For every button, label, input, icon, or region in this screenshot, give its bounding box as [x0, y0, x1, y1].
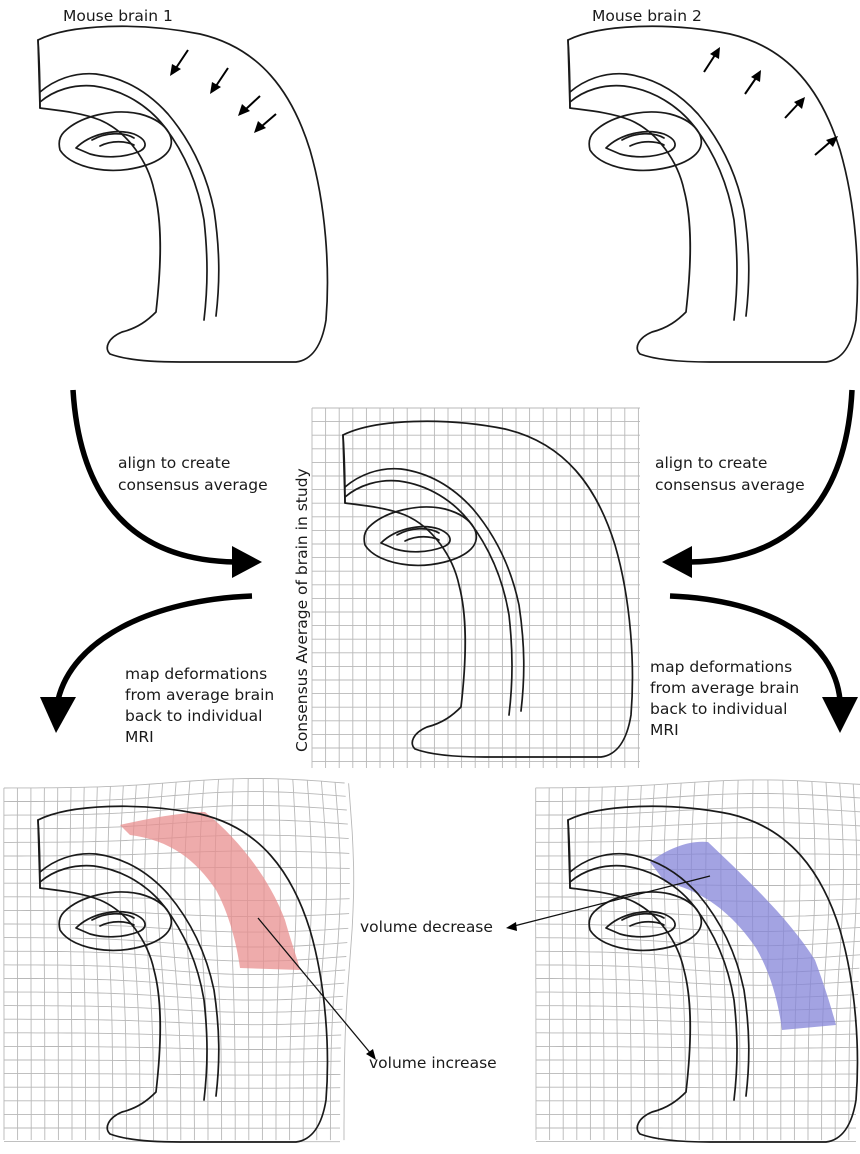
map-left-line1: map deformations — [125, 665, 267, 683]
brain-2-outline — [568, 26, 857, 362]
map-right-line3: back to individual — [650, 700, 787, 718]
map-right-line4: MRI — [650, 721, 679, 739]
grid-line-vertical — [664, 784, 672, 1140]
consensus-grid — [312, 408, 640, 768]
grid-line-vertical — [691, 782, 699, 1140]
align-left-label-line2: consensus average — [118, 476, 268, 494]
consensus-label: Consensus Average of brain in study — [293, 468, 311, 752]
brain-1-title: Mouse brain 1 — [63, 7, 173, 25]
map-left-line2: from average brain — [125, 686, 274, 704]
grid-line-vertical — [737, 780, 741, 1140]
map-left-line3: back to individual — [125, 707, 262, 725]
volume-increase-label: volume increase — [369, 1054, 497, 1072]
align-right-label-line1: align to create — [655, 454, 767, 472]
grid-line-vertical — [303, 780, 312, 1140]
consensus-brain-outline — [343, 421, 632, 757]
grid-line-horizontal — [4, 867, 350, 869]
brain-2-title: Mouse brain 2 — [592, 7, 702, 25]
brain-1-outline — [38, 26, 327, 362]
grid-line-horizontal — [4, 883, 350, 884]
grid-line-vertical — [231, 779, 235, 1140]
grid-line-horizontal — [536, 938, 860, 946]
grid-line-horizontal — [536, 822, 860, 828]
grid-line-horizontal — [4, 851, 350, 856]
grid-line-vertical — [344, 783, 354, 1140]
grid-line-vertical — [753, 780, 754, 1140]
map-right-line1: map deformations — [650, 658, 792, 676]
grid-line-horizontal — [536, 924, 860, 931]
grid-line-horizontal — [536, 897, 860, 901]
grid-line-vertical — [330, 782, 340, 1140]
grid-line-vertical — [536, 788, 537, 1140]
volume-increase-pointer — [258, 918, 376, 1060]
grid-line-vertical — [706, 781, 713, 1140]
align-right-label-line2: consensus average — [655, 476, 805, 494]
inward-arrows — [170, 50, 276, 133]
grid-line-vertical — [638, 786, 644, 1141]
align-left-label-line1: align to create — [118, 454, 230, 472]
grid-line-horizontal — [536, 838, 860, 843]
map-left-line4: MRI — [125, 728, 154, 746]
volume-decrease-label: volume decrease — [360, 918, 493, 936]
grid-line-horizontal — [536, 1087, 856, 1088]
grid-line-horizontal — [4, 924, 349, 932]
grid-line-vertical — [835, 783, 843, 1140]
grid-line-horizontal — [4, 938, 348, 947]
grid-line-vertical — [120, 786, 127, 1140]
grid-line-vertical — [849, 784, 857, 1140]
outward-arrows — [704, 47, 838, 155]
grid-line-horizontal — [4, 910, 349, 916]
grid-line-vertical — [132, 785, 140, 1140]
grid-line-vertical — [822, 782, 830, 1140]
grid-line-vertical — [651, 785, 658, 1140]
grid-line-horizontal — [536, 794, 860, 802]
map-right-line2: from average brain — [650, 679, 799, 697]
grid-line-horizontal — [536, 780, 860, 788]
